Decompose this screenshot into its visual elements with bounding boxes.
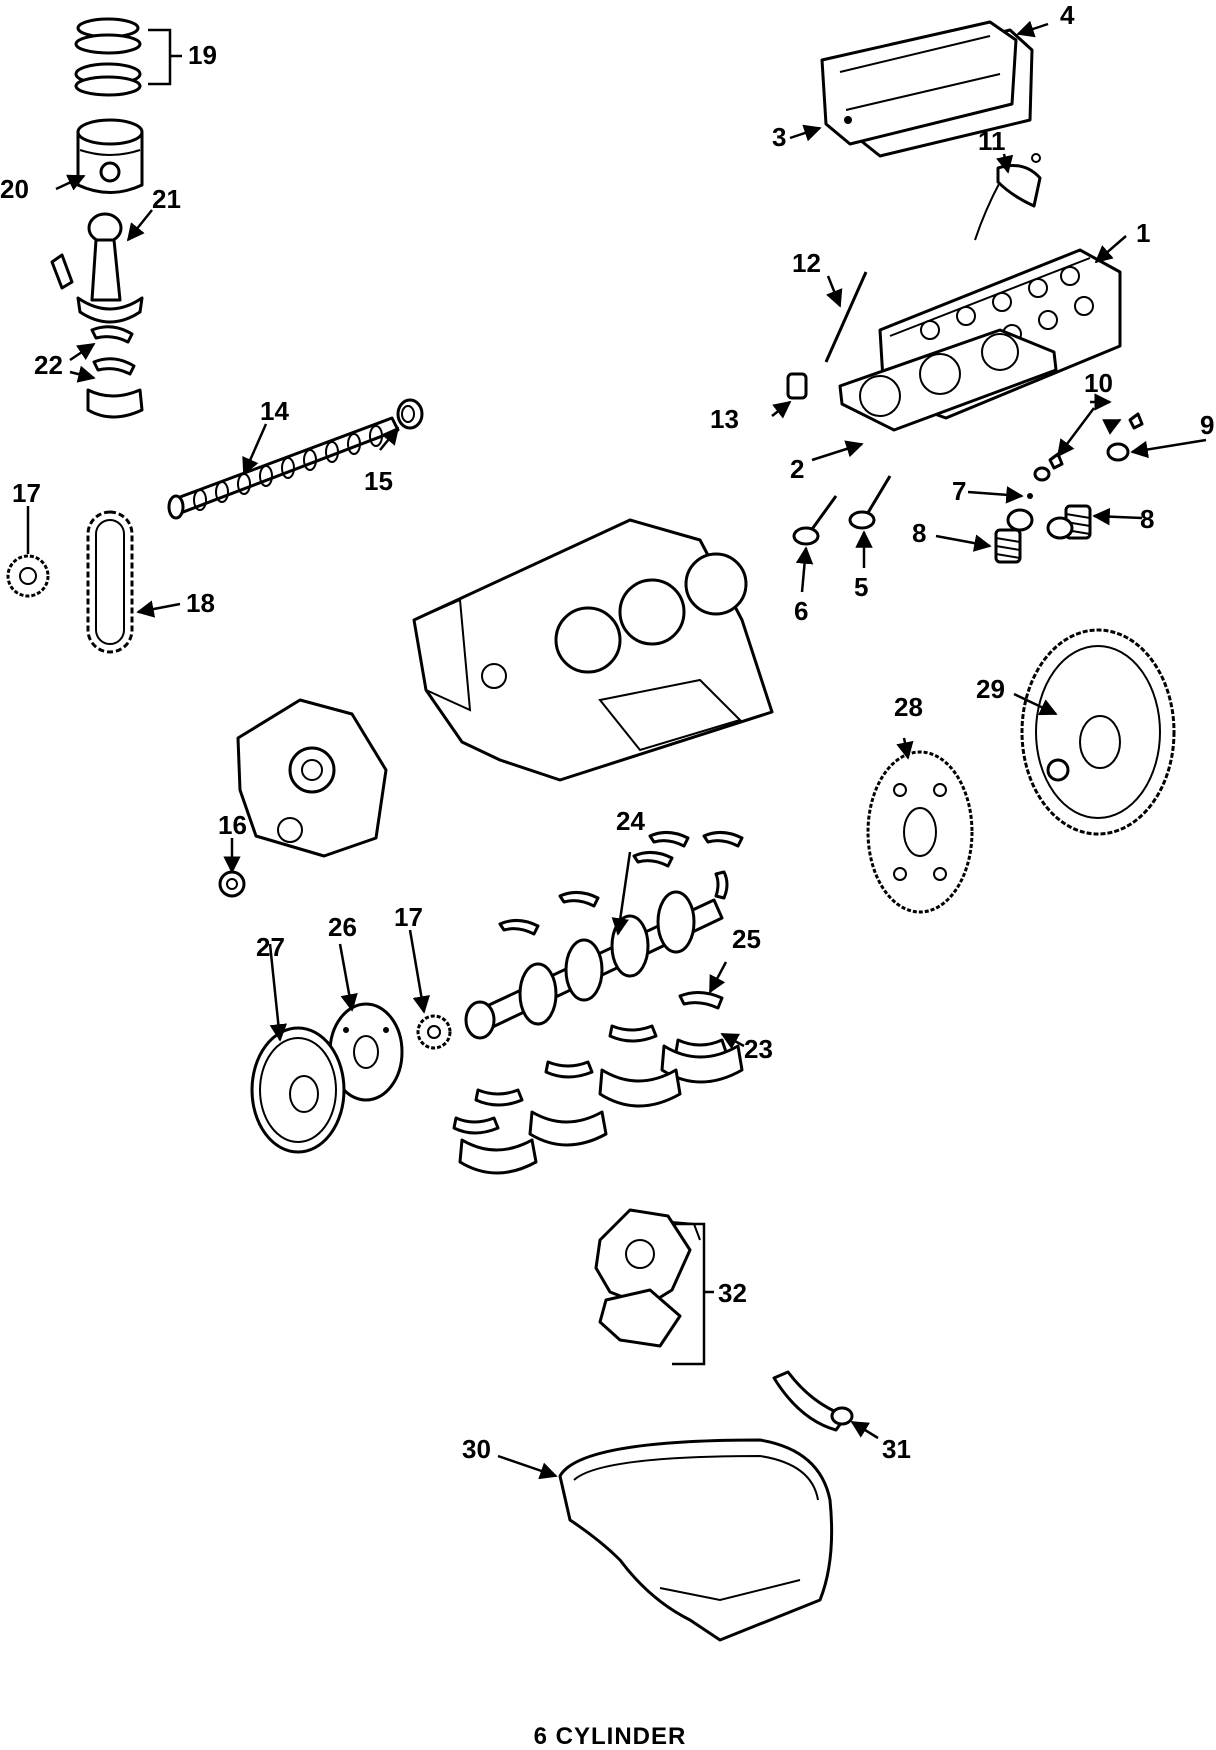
- callout-19: 19: [188, 40, 217, 70]
- intake-valve-part: [848, 475, 892, 530]
- rod-bearing-part: [86, 325, 144, 419]
- callout-16: 16: [218, 810, 247, 840]
- callout-21: 21: [152, 184, 181, 214]
- callout-24: 24: [616, 806, 645, 836]
- callout-1: 1: [1136, 218, 1150, 248]
- flywheel-part: [1020, 628, 1176, 836]
- callout-31: 31: [882, 1434, 911, 1464]
- callout-3: 3: [772, 122, 786, 152]
- valve-spring-part: [994, 504, 1092, 564]
- callout-5: 5: [854, 572, 868, 602]
- callout-6: 6: [794, 596, 808, 626]
- main-bearing-cap-part: [452, 1044, 744, 1175]
- callout-30: 30: [462, 1434, 491, 1464]
- callout-12: 12: [792, 248, 821, 278]
- lifter-part: [786, 372, 808, 400]
- valve-cover-part: [820, 20, 1018, 146]
- engine-block-part: [412, 518, 774, 782]
- callout-29: 29: [976, 674, 1005, 704]
- flexplate-part: [866, 750, 974, 914]
- valve-keeper-part: [1048, 412, 1144, 470]
- callout-labels: 1 2 3 4 5 6 7 8 8 9 10 11 12 13 14 15 16…: [0, 0, 1214, 1464]
- callout-27: 27: [256, 932, 285, 962]
- callout-14: 14: [260, 396, 289, 426]
- piston-rings-part: [74, 17, 142, 97]
- callout-11: 11: [978, 126, 1006, 156]
- pushrod-part: [824, 271, 868, 363]
- callout-8-right: 8: [1140, 504, 1154, 534]
- crank-sprocket-part: [416, 1014, 452, 1050]
- callout-20: 20: [0, 174, 29, 204]
- callout-25: 25: [732, 924, 761, 954]
- cam-bearing-part: [396, 398, 424, 430]
- oil-pan-part: [558, 1438, 834, 1642]
- front-seal-part: [218, 870, 246, 898]
- timing-cover-part: [236, 698, 388, 858]
- water-pump-part: [594, 1208, 701, 1348]
- callout-10: 10: [1084, 368, 1113, 398]
- callout-4: 4: [1060, 0, 1075, 30]
- callout-8-left: 8: [912, 518, 926, 548]
- callout-18: 18: [186, 588, 215, 618]
- diagram-caption: 6 CYLINDER: [534, 1723, 687, 1750]
- callout-23: 23: [744, 1034, 773, 1064]
- head-gasket-part: [838, 328, 1058, 432]
- crankshaft-part: [464, 890, 724, 1040]
- callout-28: 28: [894, 692, 923, 722]
- callout-leaders: [26, 20, 1207, 1480]
- main-bearing-lower-part: [474, 1024, 728, 1107]
- callout-32: 32: [718, 1278, 747, 1308]
- crank-pulley-part: [250, 1026, 346, 1154]
- callout-22: 22: [34, 350, 63, 380]
- timing-chain-part: [86, 510, 134, 654]
- oil-pan-gasket-part: [772, 1370, 854, 1432]
- callout-15: 15: [364, 466, 393, 496]
- timing-sprocket-part: [6, 554, 50, 598]
- callout-9: 9: [1200, 410, 1214, 440]
- piston-part: [76, 118, 144, 194]
- callout-2: 2: [790, 454, 804, 484]
- thrust-bearing-part: [678, 991, 724, 1010]
- valve-seal-part: [1027, 466, 1051, 499]
- callout-26: 26: [328, 912, 357, 942]
- callout-13: 13: [710, 404, 739, 434]
- callout-17-left: 17: [12, 478, 41, 508]
- valve-retainer-part: [1106, 442, 1130, 462]
- callout-17-crank: 17: [394, 902, 423, 932]
- main-bearing-upper-part: [498, 831, 744, 936]
- connecting-rod-part: [50, 212, 144, 324]
- exhaust-valve-part: [792, 495, 838, 546]
- callout-7: 7: [952, 476, 966, 506]
- rocker-arm-part: [974, 153, 1042, 241]
